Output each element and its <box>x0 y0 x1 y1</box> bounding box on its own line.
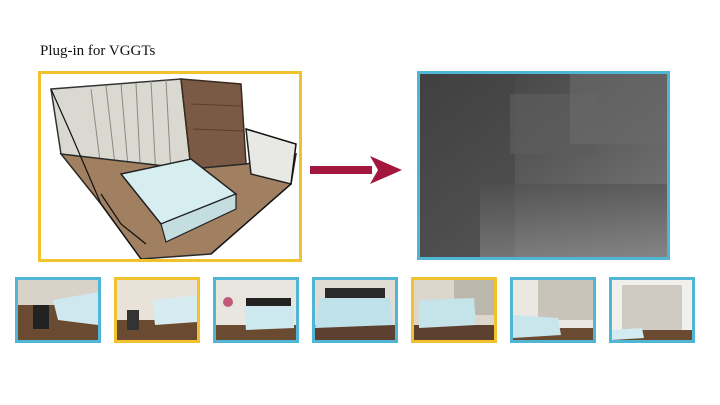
depth-map-view <box>417 71 670 260</box>
input-frame-5 <box>411 277 497 343</box>
input-frame-3 <box>213 277 299 343</box>
input-frame-7 <box>609 277 695 343</box>
point-cloud-view <box>38 71 302 262</box>
page-title: Plug-in for VGGTs <box>40 43 156 59</box>
input-frame-1 <box>15 277 101 343</box>
transform-arrow-icon <box>310 156 402 184</box>
input-frame-4 <box>312 277 398 343</box>
input-frame-2 <box>114 277 200 343</box>
input-frame-6 <box>510 277 596 343</box>
